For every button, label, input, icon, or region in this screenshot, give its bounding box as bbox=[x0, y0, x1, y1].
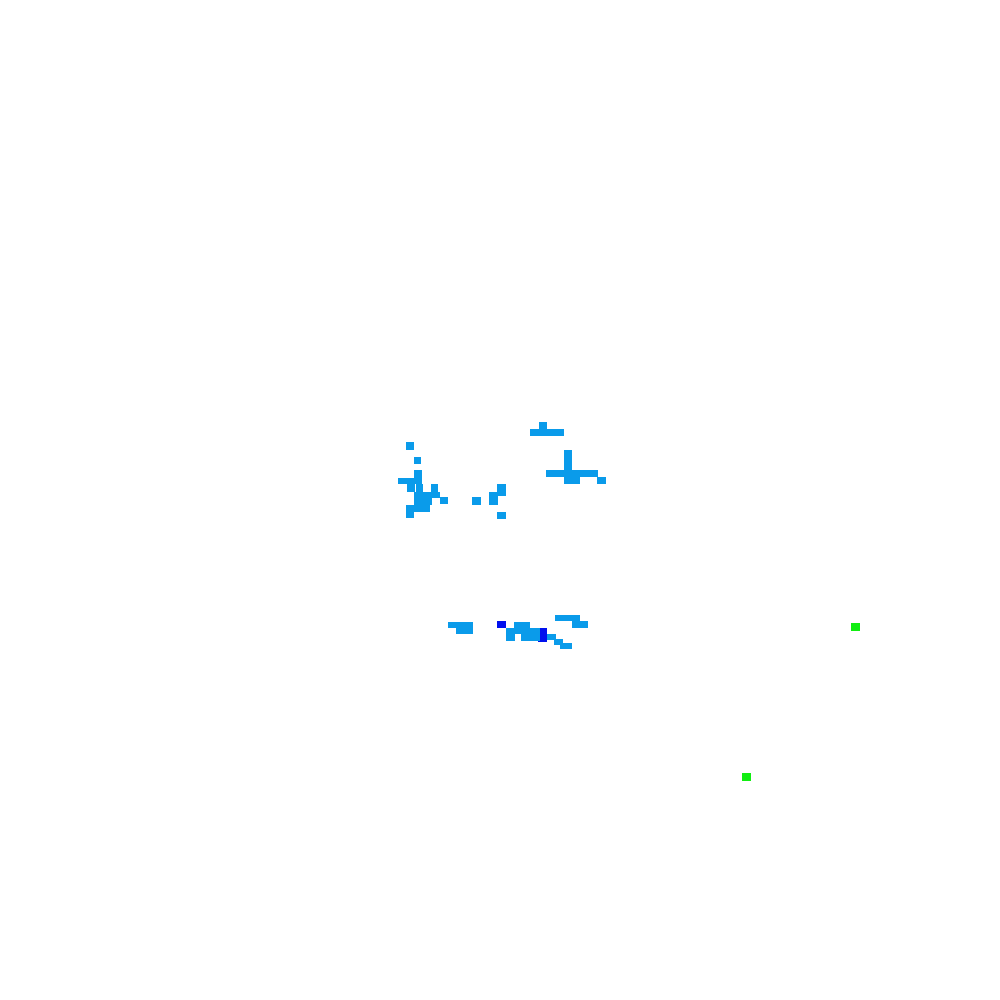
water-pixel bbox=[398, 478, 422, 484]
water-pixel bbox=[497, 512, 506, 519]
water-pixel bbox=[554, 639, 563, 645]
water-pixel bbox=[416, 484, 423, 492]
water-pixel bbox=[406, 505, 414, 518]
water-pixel bbox=[497, 484, 506, 496]
water-pixel bbox=[440, 497, 448, 504]
water-pixel bbox=[414, 457, 421, 464]
water-pixel bbox=[456, 628, 473, 634]
water-pixel bbox=[506, 634, 515, 641]
water-cluster-south bbox=[448, 615, 588, 649]
water-cluster-northeast bbox=[530, 422, 606, 484]
water-pixel bbox=[472, 497, 481, 505]
water-pixel bbox=[414, 492, 440, 498]
water-pixel bbox=[547, 634, 556, 640]
water-pixel bbox=[560, 643, 572, 649]
water-pixel bbox=[489, 492, 498, 505]
green-markers bbox=[742, 623, 860, 781]
water-pixel bbox=[414, 498, 432, 505]
water-pixel bbox=[597, 477, 606, 484]
water-pixel bbox=[414, 470, 422, 478]
green-marker-pixel bbox=[851, 623, 860, 631]
deep-water-pixel bbox=[497, 621, 506, 628]
water-cluster-northwest bbox=[398, 442, 506, 519]
water-cluster-middle bbox=[497, 621, 547, 642]
water-pixel bbox=[530, 429, 564, 436]
water-pixel bbox=[572, 621, 588, 628]
water-pixel bbox=[564, 450, 572, 472]
green-marker-pixel bbox=[742, 773, 751, 781]
water-pixel bbox=[546, 470, 598, 477]
water-pixel bbox=[406, 442, 414, 450]
water-pixel bbox=[431, 484, 438, 492]
water-pixel bbox=[514, 622, 530, 628]
water-pixel bbox=[564, 476, 580, 484]
water-pixel bbox=[539, 422, 547, 430]
deep-water-pixel bbox=[538, 628, 547, 642]
water-pixel bbox=[448, 622, 473, 628]
water-pixel bbox=[407, 484, 415, 492]
water-pixel bbox=[414, 505, 430, 512]
water-pixel bbox=[521, 634, 540, 641]
water-pixel bbox=[506, 628, 540, 634]
water-pixel bbox=[555, 615, 580, 621]
